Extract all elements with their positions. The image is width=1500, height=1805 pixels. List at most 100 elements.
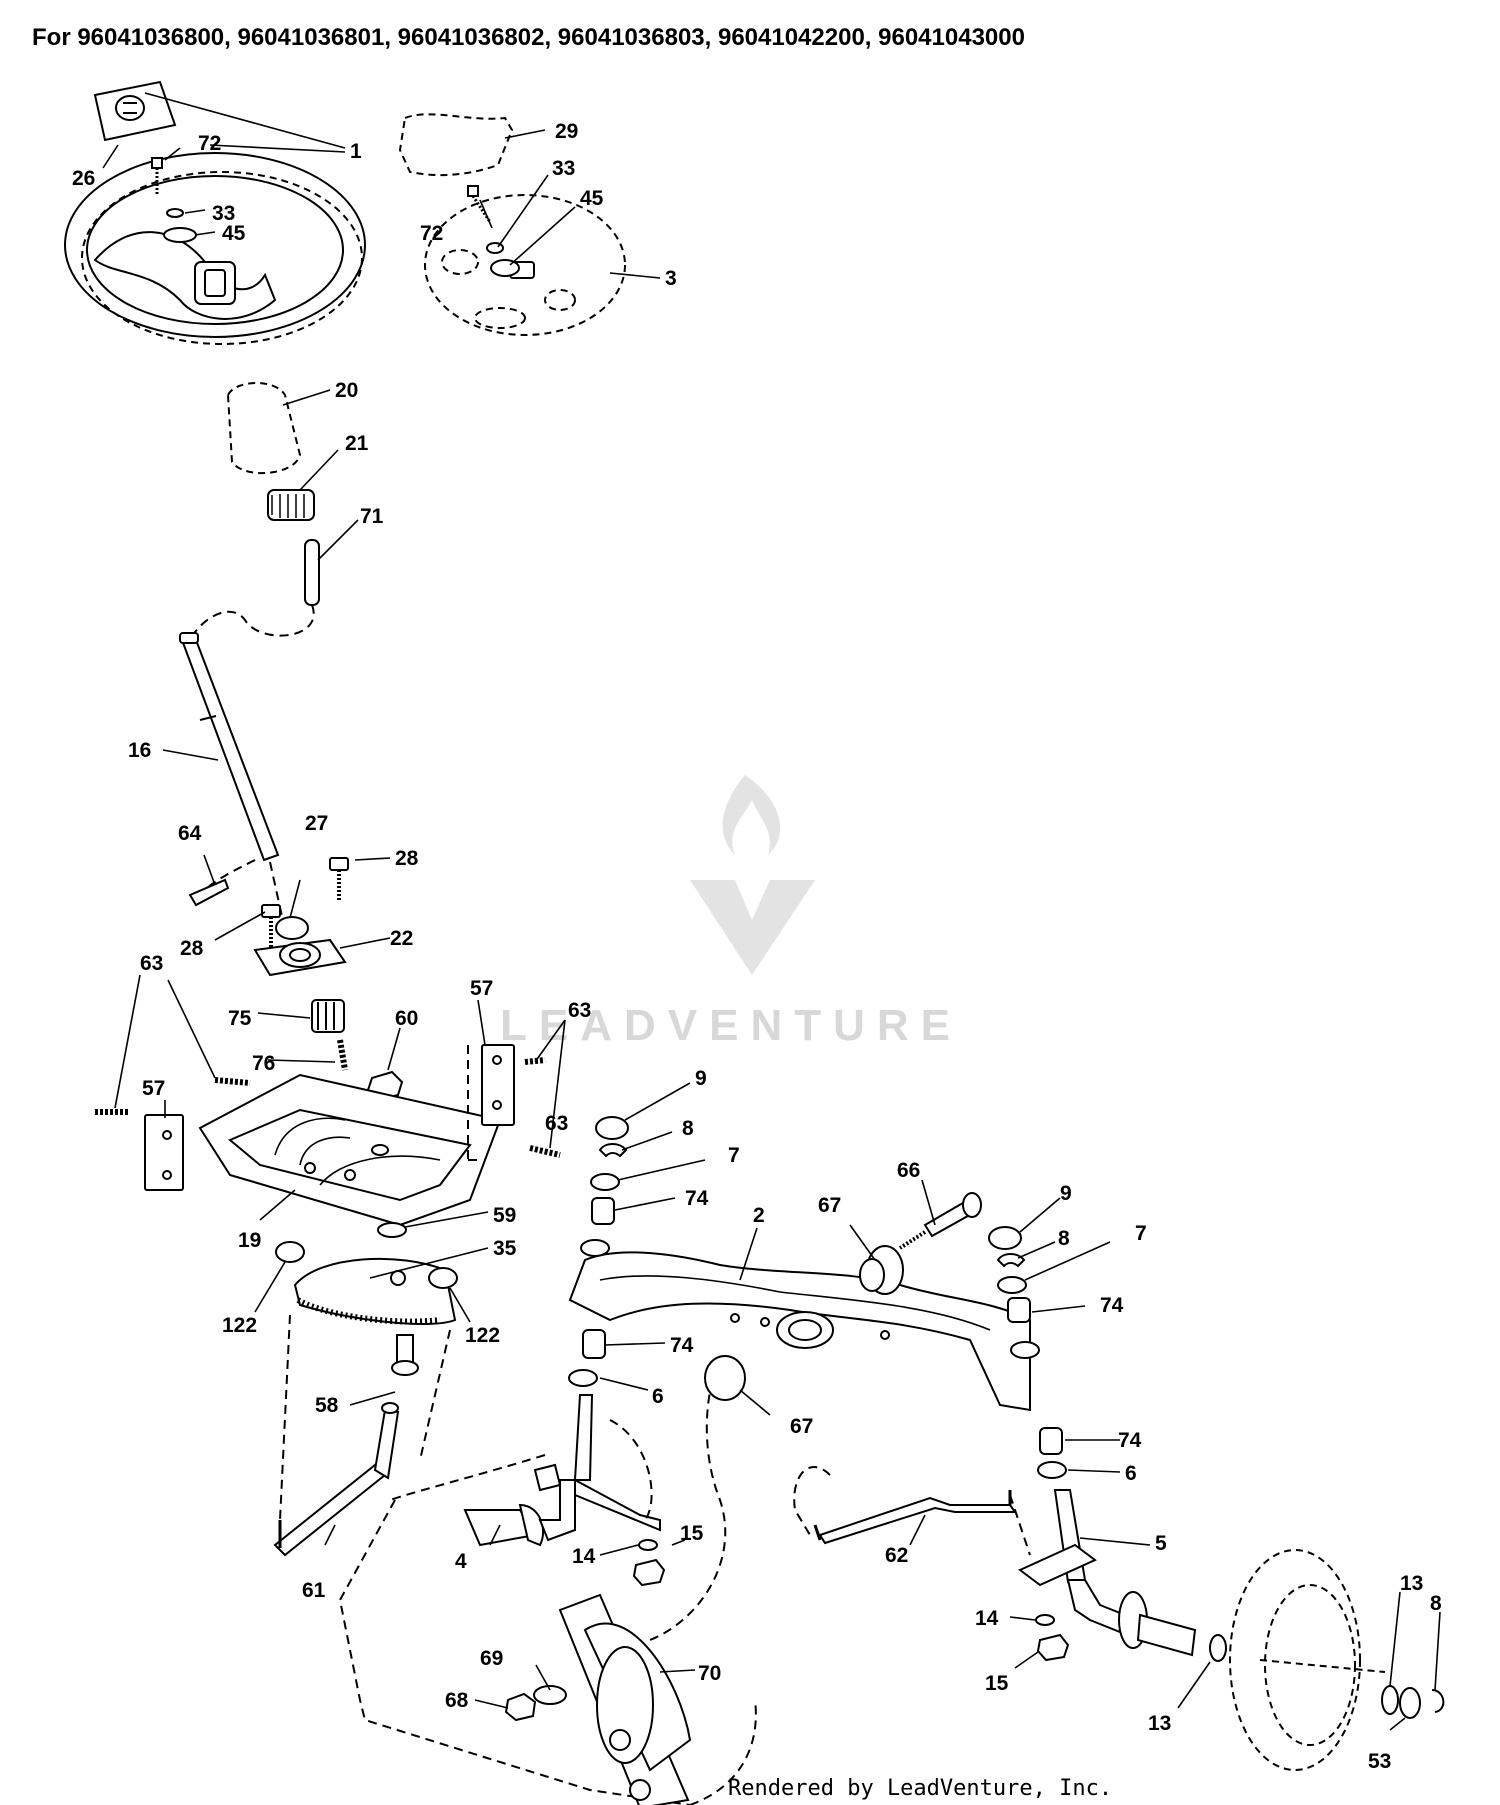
callout-33b: 33 bbox=[552, 157, 575, 180]
callout-29: 29 bbox=[555, 120, 578, 143]
bushing-right-74-top bbox=[1007, 1297, 1031, 1323]
callout-28b: 28 bbox=[180, 937, 204, 960]
callout-1: 1 bbox=[350, 140, 362, 163]
pivot-bolt bbox=[898, 1192, 982, 1250]
pinion-gear bbox=[311, 999, 345, 1033]
callout-9b: 9 bbox=[1060, 1182, 1072, 1205]
bushing-left-74-bottom bbox=[582, 1329, 606, 1359]
callout-5: 5 bbox=[1155, 1532, 1167, 1555]
callout-19: 19 bbox=[238, 1229, 261, 1252]
callout-75: 75 bbox=[228, 1007, 252, 1030]
shoulder-bolt bbox=[391, 1334, 419, 1376]
render-credit: Rendered by LeadVenture, Inc. bbox=[728, 1776, 1112, 1801]
front-wheel bbox=[1229, 1549, 1386, 1771]
callout-6b: 6 bbox=[1125, 1462, 1137, 1485]
callout-70: 70 bbox=[698, 1662, 721, 1685]
wheel-cap bbox=[93, 80, 177, 142]
washer-53 bbox=[1399, 1687, 1421, 1719]
callout-74d: 74 bbox=[1118, 1429, 1142, 1452]
spindle-left bbox=[463, 1394, 661, 1547]
chevron-logo-icon bbox=[690, 880, 815, 975]
steering-sleeve bbox=[304, 539, 320, 606]
callout-22: 22 bbox=[390, 927, 413, 950]
washer-right-14 bbox=[1035, 1614, 1055, 1626]
callout-21: 21 bbox=[345, 432, 369, 455]
nut-left-15 bbox=[632, 1558, 666, 1587]
page-title: For 96041036800, 96041036801, 9604103680… bbox=[32, 24, 1025, 51]
callout-72: 72 bbox=[198, 132, 221, 155]
bearing-flange bbox=[253, 938, 347, 977]
flange-bolt-a bbox=[329, 857, 349, 900]
flame-icon bbox=[722, 775, 781, 855]
callout-68: 68 bbox=[445, 1689, 469, 1712]
callout-33: 33 bbox=[212, 202, 235, 225]
callout-67: 67 bbox=[818, 1194, 841, 1217]
bushing-left-74-top bbox=[591, 1197, 615, 1225]
callout-122: 122 bbox=[222, 1314, 257, 1337]
callout-69: 69 bbox=[480, 1647, 503, 1670]
callout-28: 28 bbox=[395, 847, 419, 870]
washer-left-7 bbox=[590, 1173, 620, 1191]
bracket-right bbox=[467, 1044, 515, 1161]
cover-outline bbox=[398, 113, 514, 177]
washer-right-7 bbox=[997, 1276, 1027, 1294]
callout-71: 71 bbox=[360, 505, 384, 528]
callout-6: 6 bbox=[652, 1385, 664, 1408]
callout-8: 8 bbox=[682, 1117, 694, 1140]
bellows-boot bbox=[226, 382, 302, 475]
callout-15b: 15 bbox=[985, 1672, 1009, 1695]
cotter-pin bbox=[188, 878, 230, 907]
spacer-left bbox=[275, 1241, 305, 1263]
callout-26: 26 bbox=[72, 167, 95, 190]
clip-8 bbox=[1431, 1689, 1445, 1713]
callout-74: 74 bbox=[685, 1187, 709, 1210]
washer-right-6 bbox=[1037, 1461, 1067, 1479]
callout-45: 45 bbox=[222, 222, 246, 245]
callout-62: 62 bbox=[885, 1544, 908, 1567]
callout-16: 16 bbox=[128, 739, 151, 762]
steering-adapter bbox=[267, 489, 315, 521]
callout-64: 64 bbox=[178, 822, 202, 845]
callout-53: 53 bbox=[1368, 1750, 1391, 1773]
bolt-left bbox=[151, 157, 163, 196]
callout-7: 7 bbox=[728, 1144, 740, 1167]
callout-9: 9 bbox=[695, 1067, 707, 1090]
drag-link bbox=[273, 1402, 400, 1557]
callout-labels: 1 26 72 33 45 29 33 72 45 3 20 21 71 16 … bbox=[72, 120, 1442, 1773]
callout-63b: 63 bbox=[568, 999, 591, 1022]
sector-gear bbox=[293, 1257, 457, 1325]
lock-washer-left bbox=[166, 208, 184, 218]
bracket-left bbox=[144, 1114, 184, 1191]
leadventure-watermark: LEADVENTURE bbox=[500, 775, 950, 1050]
callout-2: 2 bbox=[753, 1204, 765, 1227]
callout-7b: 7 bbox=[1135, 1222, 1147, 1245]
flat-washer-left bbox=[163, 227, 197, 243]
cap-left bbox=[595, 1116, 629, 1140]
washer-left-14 bbox=[638, 1539, 658, 1551]
callout-63: 63 bbox=[140, 952, 163, 975]
front-axle bbox=[568, 1239, 1040, 1412]
callout-122b: 122 bbox=[465, 1324, 500, 1347]
nut-68 bbox=[504, 1692, 537, 1722]
callout-72b: 72 bbox=[420, 222, 443, 245]
plate-bolt-mid bbox=[214, 1077, 251, 1086]
callout-14b: 14 bbox=[975, 1607, 999, 1630]
callout-14: 14 bbox=[572, 1545, 596, 1568]
alt-steering-wheel bbox=[424, 194, 626, 336]
washer-left-6 bbox=[568, 1369, 598, 1387]
spacer-right bbox=[428, 1267, 458, 1289]
callout-4: 4 bbox=[455, 1550, 467, 1573]
callout-8c: 8 bbox=[1430, 1592, 1442, 1615]
washer-69 bbox=[533, 1685, 567, 1705]
flange-bolt-b bbox=[261, 904, 281, 950]
callout-60: 60 bbox=[395, 1007, 418, 1030]
callout-35: 35 bbox=[493, 1237, 517, 1260]
flange-bushing bbox=[275, 916, 309, 940]
callout-15: 15 bbox=[680, 1522, 704, 1545]
steering-plate bbox=[558, 1593, 692, 1805]
steering-support-plate bbox=[198, 1073, 502, 1227]
spindle-right bbox=[1018, 1489, 1197, 1657]
washer-13-inner bbox=[1209, 1634, 1227, 1662]
steering-shaft bbox=[179, 632, 280, 862]
